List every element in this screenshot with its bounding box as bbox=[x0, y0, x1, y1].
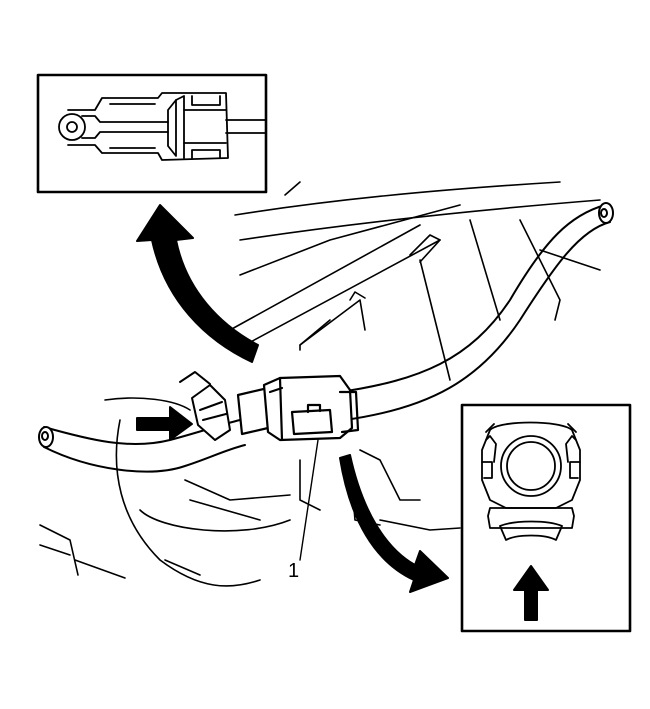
straight-arrow-icon bbox=[137, 407, 192, 440]
inset-connector-end-view bbox=[462, 405, 630, 631]
up-arrow-icon bbox=[514, 566, 548, 620]
curved-arrow-icon bbox=[137, 205, 258, 362]
fuel-line-right bbox=[340, 203, 613, 420]
callout-number: 1 bbox=[288, 560, 300, 582]
inset-connector-side-view bbox=[38, 75, 266, 192]
fuel-line-left bbox=[39, 372, 245, 472]
vehicle-structure bbox=[40, 182, 600, 586]
quick-connect-fitting bbox=[238, 376, 358, 440]
callout-leader bbox=[300, 440, 318, 560]
curved-arrow-icon bbox=[340, 455, 448, 592]
